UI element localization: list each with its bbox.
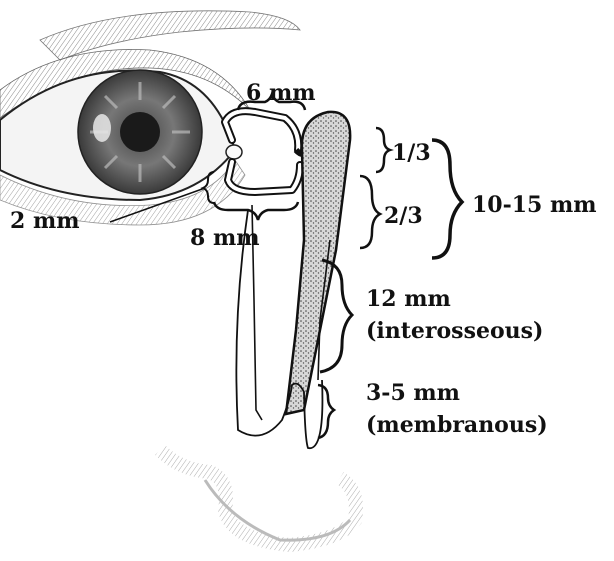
- label-8mm: 8 mm: [190, 225, 260, 251]
- label-one-third: 1/3: [392, 140, 431, 166]
- label-2mm: 2 mm: [10, 208, 80, 234]
- brace-8mm: [214, 202, 298, 220]
- label-6mm: 6 mm: [246, 80, 316, 106]
- label-12mm: 12 mm: [366, 286, 451, 312]
- lacrimal-punctum: [226, 145, 242, 159]
- eyebrow: [40, 11, 300, 60]
- brace-10-15mm: [432, 140, 462, 258]
- brace-one-third: [376, 128, 390, 172]
- pupil: [120, 112, 160, 152]
- label-interosseous: (interosseous): [366, 318, 543, 344]
- upper-canaliculus: [225, 111, 298, 150]
- label-10-15mm: 10-15 mm: [472, 192, 597, 218]
- label-membranous: (membranous): [366, 412, 548, 438]
- label-two-thirds: 2/3: [384, 203, 423, 229]
- label-3-5mm: 3-5 mm: [366, 380, 460, 406]
- light-reflex: [93, 114, 111, 142]
- brace-two-thirds: [360, 176, 380, 248]
